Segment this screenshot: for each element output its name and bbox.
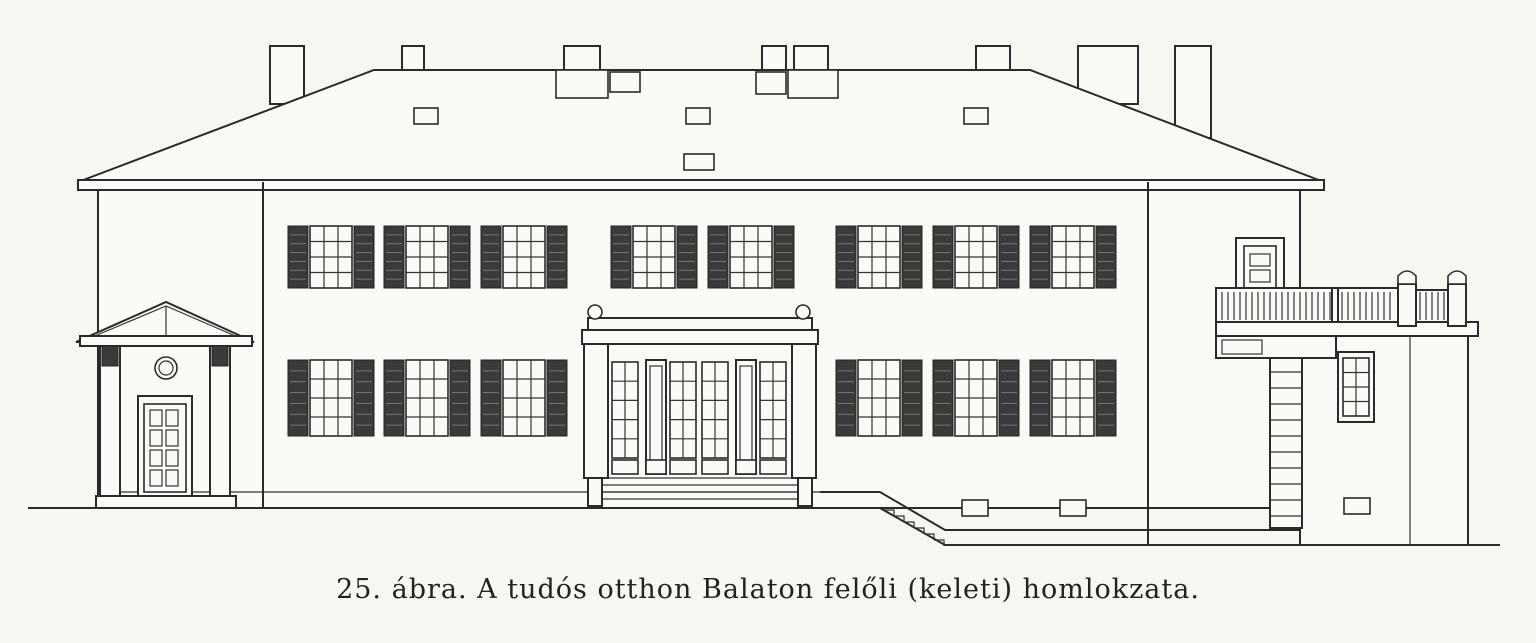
shuttered-window (1029, 359, 1117, 437)
side-porch (75, 300, 255, 509)
shuttered-window (835, 359, 923, 437)
facade-elevation-drawing (28, 45, 1500, 546)
shuttered-window (610, 225, 698, 289)
right-wing (1215, 237, 1479, 546)
shuttered-window (383, 225, 471, 289)
shuttered-window (835, 225, 923, 289)
shuttered-window (287, 225, 375, 289)
shuttered-window (287, 359, 375, 437)
entrance-door-leaf (611, 361, 639, 475)
entrance-door-leaf (669, 361, 697, 475)
central-entrance-portico (581, 304, 819, 507)
shuttered-window (383, 359, 471, 437)
entrance-door-leaf (645, 359, 667, 475)
main-wall (97, 189, 1301, 509)
shuttered-window (932, 225, 1020, 289)
entrance-door-leaf (701, 361, 729, 475)
shuttered-window (1029, 225, 1117, 289)
garden-steps (884, 509, 945, 546)
roof-dormers (413, 69, 989, 171)
figure-caption: 25. ábra. A tudós otthon Balaton felőli … (336, 574, 1200, 605)
shuttered-window (480, 359, 568, 437)
entrance-door-leaf (759, 361, 787, 475)
basement-vents (961, 497, 1371, 517)
shuttered-window (480, 225, 568, 289)
entrance-door-leaf (735, 359, 757, 475)
shuttered-windows (287, 225, 1117, 437)
shuttered-window (932, 359, 1020, 437)
shuttered-window (707, 225, 795, 289)
roof-cornice (77, 179, 1325, 191)
